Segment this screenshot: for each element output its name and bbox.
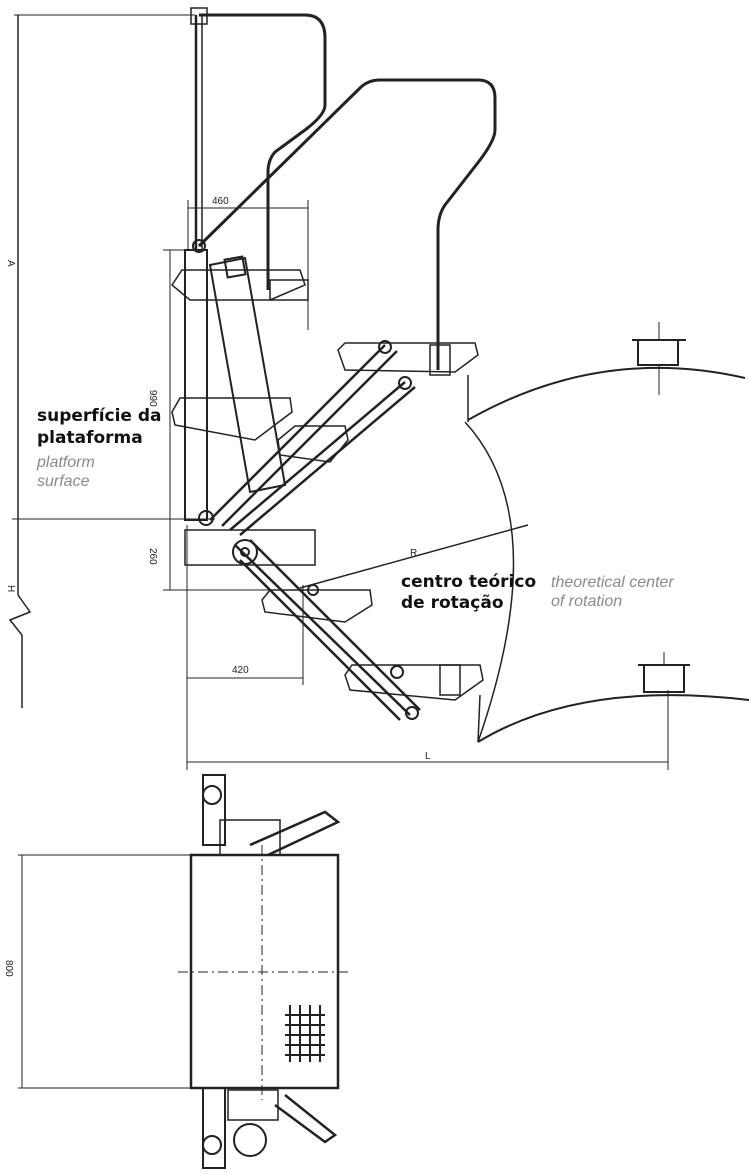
dim-r: R [410, 548, 417, 559]
platform-surface-label-en-2: surface [37, 473, 90, 490]
dim-460: 460 [212, 196, 229, 207]
dimension-a-h [8, 14, 215, 708]
platform-surface-label-en-1: platform [37, 454, 95, 471]
pivot-joints [198, 340, 419, 720]
dim-h: H [5, 585, 16, 592]
platform-flanges [171, 269, 484, 701]
dimension-l [187, 690, 669, 770]
handrail-left [197, 13, 497, 370]
rotation-center-label-pt-2: de rotação [401, 593, 504, 613]
platform-column [184, 7, 208, 521]
dim-420: 420 [232, 665, 249, 676]
stair-arms [209, 344, 421, 721]
dim-a: A [5, 260, 16, 267]
dimension-420 [186, 525, 304, 770]
dim-990: 990 [147, 390, 158, 407]
dimension-990-260 [163, 249, 330, 591]
platform-surface-label-pt-1: superfície da [37, 406, 162, 426]
dim-260: 260 [147, 548, 158, 565]
dimension-460 [187, 200, 309, 330]
tank-outlines [467, 322, 749, 743]
rotation-center-label-en-1: theoretical center [551, 574, 674, 591]
rotation-center-label-pt-1: centro teórico [401, 572, 537, 592]
platform-surface-label-pt-2: plataforma [37, 428, 143, 448]
dim-800: 800 [3, 960, 14, 977]
plan-view [18, 774, 350, 1169]
dim-l: L [425, 751, 431, 762]
rotation-center-label-en-2: of rotation [551, 593, 623, 610]
radius-arc [299, 375, 529, 743]
